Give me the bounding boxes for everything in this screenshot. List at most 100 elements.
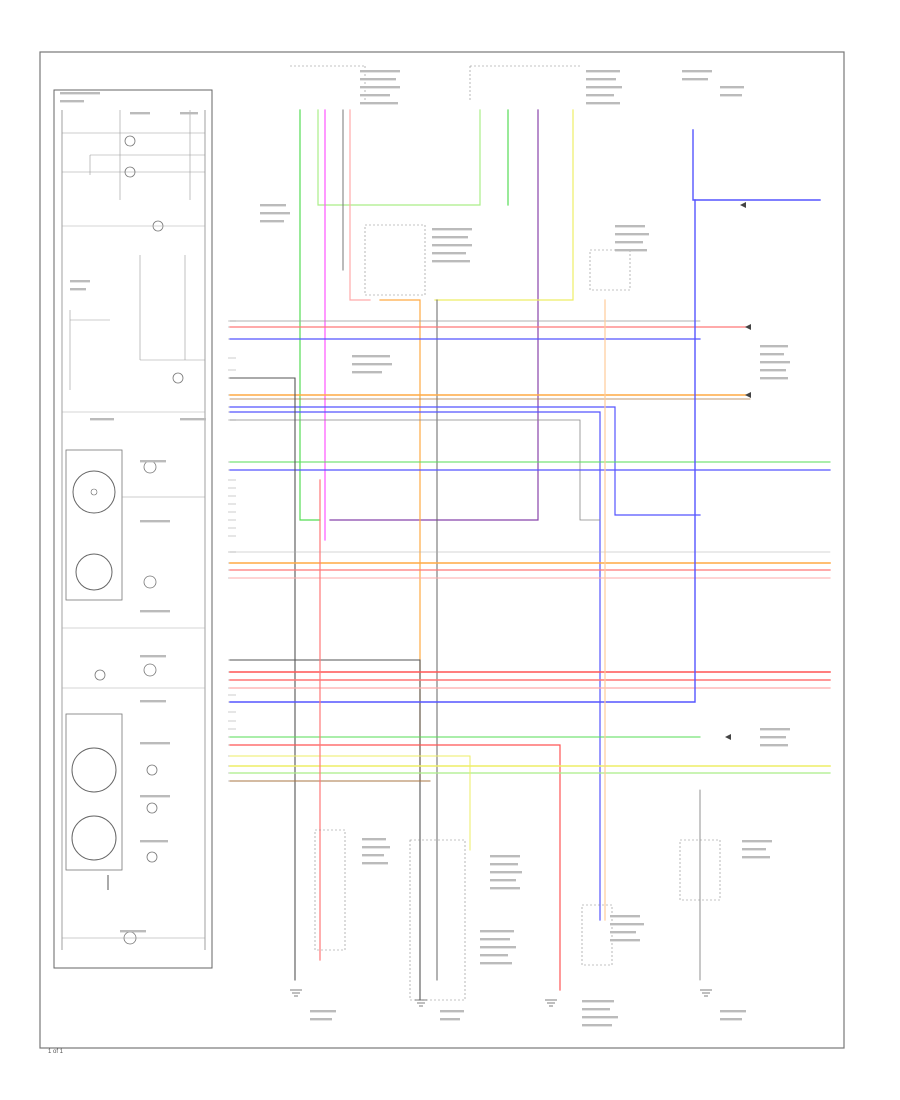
temp-gauge-icon: [75, 553, 113, 591]
wire-blue-top: [692, 129, 821, 201]
illegible-label: [120, 930, 146, 933]
illegible-label: [610, 939, 640, 942]
diagram-border: [39, 51, 845, 1049]
relay-box: [364, 224, 426, 296]
illegible-label: [760, 728, 790, 731]
illegible-label: [480, 954, 508, 957]
page-number: 1 of 1: [48, 1049, 64, 1055]
sw-box: [581, 904, 613, 966]
illegible-label: [260, 204, 286, 207]
bulb-icon: [143, 663, 157, 677]
illegible-label: [360, 94, 390, 97]
connector-arrow-icon: [745, 324, 751, 330]
bulb-icon: [146, 851, 158, 863]
label-marks: [60, 70, 790, 1027]
illegible-label: [682, 78, 708, 81]
wire-purple: [329, 109, 539, 521]
illegible-label: [310, 1010, 336, 1013]
illegible-label: [432, 260, 470, 263]
illegible-label: [682, 70, 712, 73]
connector-arrow-icon: [740, 202, 746, 208]
wire-blue-h5: [229, 199, 696, 703]
illegible-label: [70, 280, 90, 283]
illegible-label: [582, 1000, 614, 1003]
wire-yellow-v: [229, 755, 471, 851]
switch-box: [409, 839, 466, 1001]
illegible-label: [360, 78, 396, 81]
ground-icon: [700, 989, 712, 997]
bulb-icon: [146, 802, 158, 814]
illegible-label: [760, 369, 786, 372]
bulb-icon: [124, 135, 136, 147]
illegible-label: [610, 931, 636, 934]
components: [290, 202, 751, 1007]
top-connectors: [290, 65, 580, 100]
wire-yellow: [434, 109, 574, 301]
ecu-box: [589, 249, 631, 291]
illegible-label: [615, 241, 643, 244]
illegible-label: [432, 244, 472, 247]
illegible-label: [260, 220, 284, 223]
illegible-label: [720, 1018, 742, 1021]
illegible-label: [760, 736, 786, 739]
illegible-label: [490, 879, 516, 882]
fuel-gauge-icon: [72, 470, 116, 514]
illegible-label: [60, 100, 84, 103]
illegible-label: [140, 840, 168, 843]
wire-blue-h3: [229, 411, 601, 921]
sender-box: [314, 829, 346, 951]
illegible-label: [582, 1024, 612, 1027]
illegible-label: [480, 938, 510, 941]
illegible-label: [610, 915, 640, 918]
wire-dark-h5: [229, 659, 421, 1001]
illegible-label: [140, 520, 170, 523]
connector-ticks: [228, 320, 236, 782]
illegible-label: [432, 228, 472, 231]
illegible-label: [615, 233, 649, 236]
bulb-icon: [143, 460, 157, 474]
illegible-label: [70, 288, 86, 291]
illegible-label: [90, 418, 114, 421]
illegible-label: [490, 855, 520, 858]
illegible-label: [720, 1010, 746, 1013]
wires: [229, 109, 831, 1001]
wire-green: [299, 109, 321, 521]
illegible-label: [352, 363, 392, 366]
illegible-label: [582, 1008, 610, 1011]
illegible-label: [610, 923, 644, 926]
ground-icon: [415, 999, 427, 1007]
illegible-label: [130, 112, 150, 115]
illegible-label: [60, 92, 100, 95]
connector-arrow-icon: [745, 392, 751, 398]
bulb-icon: [143, 575, 157, 589]
illegible-label: [490, 871, 522, 874]
illegible-label: [720, 86, 744, 89]
illegible-label: [480, 930, 514, 933]
illegible-label: [360, 102, 398, 105]
illegible-label: [586, 94, 614, 97]
illegible-label: [760, 744, 788, 747]
illegible-label: [742, 848, 766, 851]
wire-orange-diag: [379, 299, 421, 781]
illegible-label: [362, 846, 390, 849]
illegible-label: [360, 70, 400, 73]
illegible-label: [615, 249, 647, 252]
illegible-label: [582, 1016, 618, 1019]
illegible-label: [180, 418, 206, 421]
illegible-label: [140, 460, 166, 463]
illegible-label: [742, 840, 772, 843]
illegible-label: [352, 371, 382, 374]
illegible-label: [760, 361, 790, 364]
illegible-label: [490, 863, 518, 866]
illegible-label: [310, 1018, 332, 1021]
illegible-label: [352, 355, 390, 358]
illegible-label: [586, 86, 622, 89]
wire-light-green: [317, 109, 481, 206]
tachometer-icon: [71, 815, 117, 861]
ground-icon: [290, 989, 302, 997]
gauge-pivot: [90, 488, 98, 496]
illegible-label: [360, 86, 400, 89]
wire-light-green-h3: [229, 744, 561, 991]
illegible-label: [140, 795, 170, 798]
